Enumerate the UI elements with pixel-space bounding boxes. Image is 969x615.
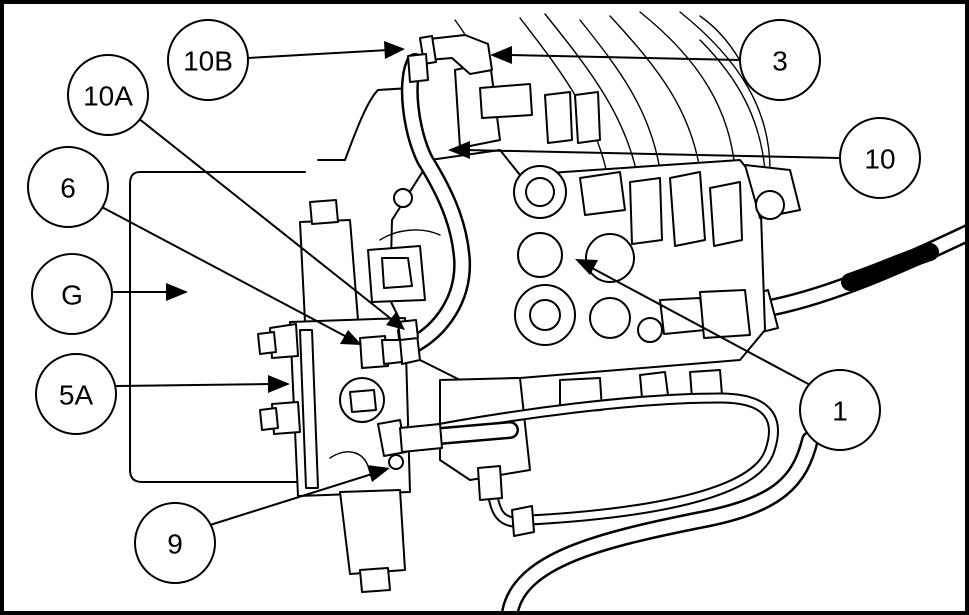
callout-10: 10 <box>448 117 921 199</box>
relief-valve-cartridge <box>299 199 359 323</box>
callout-10B: 10B <box>167 19 405 101</box>
callout-label-G: G <box>61 280 83 311</box>
callout-label-10: 10 <box>864 144 895 175</box>
callout-5A: 5A <box>35 353 290 435</box>
callout-label-10B: 10B <box>183 46 233 77</box>
solenoid-cartridge <box>339 489 406 593</box>
hose-assembly <box>397 53 472 365</box>
callout-label-3: 3 <box>772 46 788 77</box>
mounting-panel-outline <box>129 87 411 483</box>
callout-label-5A: 5A <box>59 380 94 411</box>
callout-10A: 10A <box>67 54 405 330</box>
callout-3: 3 <box>490 19 821 101</box>
callout-label-6: 6 <box>60 173 76 204</box>
elbow-fitting <box>419 34 493 75</box>
return-hose <box>501 431 819 615</box>
callout-G: G <box>31 253 188 335</box>
callout-9: 9 <box>134 465 390 584</box>
background-hoses <box>454 11 771 191</box>
callout-1: 1 <box>575 259 881 451</box>
right-hose <box>743 223 969 335</box>
callout-label-1: 1 <box>832 396 848 427</box>
callout-label-9: 9 <box>167 529 183 560</box>
pilot-hose <box>377 392 779 537</box>
callout-6: 6 <box>27 146 362 345</box>
callout-label-10A: 10A <box>83 81 133 112</box>
adapter-fitting <box>359 319 419 369</box>
control-valve-body <box>367 61 801 481</box>
